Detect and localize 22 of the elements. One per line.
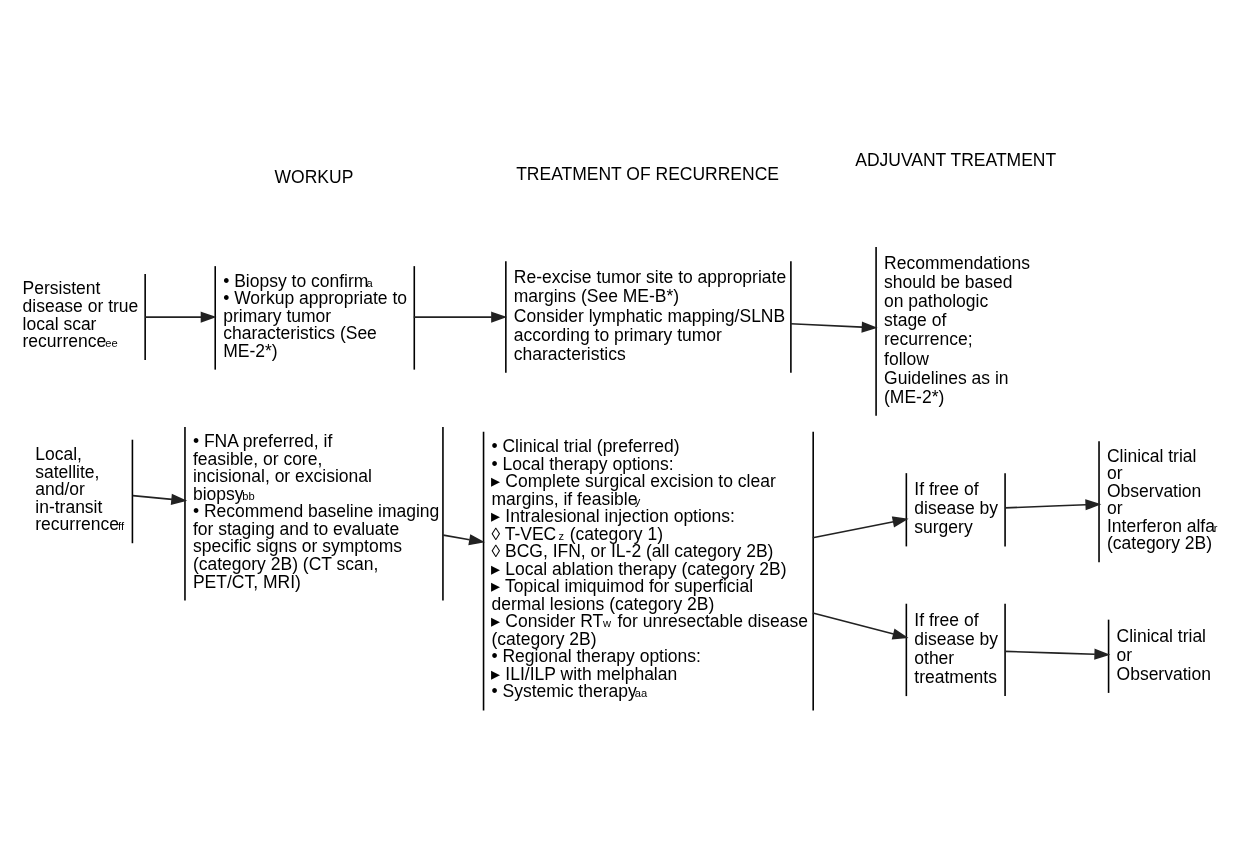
arrow <box>812 516 909 539</box>
arrow <box>812 612 909 640</box>
arrow <box>1004 648 1111 660</box>
arrow <box>413 311 508 323</box>
arrow <box>131 493 188 505</box>
node-text: • FNA preferred, if feasible, or core, incisional, or excisional biopsybb • Recommend baseline imaging for staging and to evaluate specific signs or symptoms (category 2B) (CT scan, PET/CT, MRI) <box>192 431 440 592</box>
node-text: If free of disease by surgery <box>914 479 998 538</box>
node-text: • Biopsy to confirma • Workup appropriate to primary tumor characteristics (See ME-2*) <box>223 270 408 361</box>
node-text: Clinical trial or Observation or Interferon alfar (category 2B) <box>1106 445 1218 554</box>
label: WORKUP <box>274 167 354 188</box>
node-text: Clinical trial or Observation <box>1116 625 1211 684</box>
node-text: If free of disease by other treatments <box>914 609 998 688</box>
arrow <box>144 311 217 323</box>
node-text: Local, satellite, and/or in-transit recurrenceff <box>35 444 125 535</box>
arrow <box>442 534 485 546</box>
label: TREATMENT OF RECURRENCE <box>516 163 779 184</box>
node-text: Persistent disease or true local scar recurrenceee <box>22 278 139 352</box>
node-text: Re-excise tumor site to appropriate margins (See ME-B*) Consider lymphatic mapping/SLNB according to primary tumor characteristics <box>513 267 787 364</box>
arrow <box>789 321 878 333</box>
node-text: Recommendations should be based on pathologic stage of recurrence; follow Guidelines as in (ME-2*) <box>884 253 1030 407</box>
label: ADJUVANT TREATMENT <box>855 149 1057 170</box>
arrow <box>1004 499 1102 511</box>
